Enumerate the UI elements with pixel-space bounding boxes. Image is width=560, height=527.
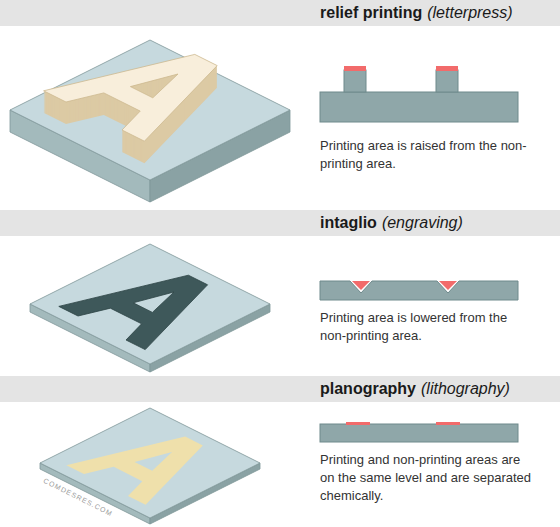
raised-area xyxy=(436,70,458,92)
section-title: relief printing xyxy=(320,4,422,21)
flat-letter xyxy=(66,437,202,505)
raised-area xyxy=(344,70,366,92)
plate-base xyxy=(320,281,518,300)
section-header-band: intaglio (engraving) xyxy=(0,210,560,236)
litho-block xyxy=(40,408,260,524)
description: Printing area is raised from the non-pri… xyxy=(320,137,535,173)
ink xyxy=(344,66,366,71)
intaglio-block xyxy=(30,244,270,372)
slab-top xyxy=(10,40,290,180)
section-title: intaglio xyxy=(320,214,377,231)
ink xyxy=(436,66,458,71)
plate-base xyxy=(320,92,518,122)
relief-section xyxy=(320,66,518,122)
plate-base xyxy=(320,424,518,442)
section-header-band: relief printing (letterpress) xyxy=(0,0,560,26)
ink xyxy=(439,281,457,290)
engraved-letter xyxy=(59,275,208,349)
description: Printing area is lowered from the non-pr… xyxy=(320,309,535,345)
litho-section xyxy=(320,422,518,442)
relief-block xyxy=(10,40,290,202)
section-subtitle: (lithography) xyxy=(421,380,510,397)
section-header-band: planography (lithography) xyxy=(0,376,560,402)
slab-top xyxy=(40,408,260,518)
slab-top xyxy=(30,244,270,364)
description: Printing and non-printing areas are on t… xyxy=(320,451,532,505)
ink xyxy=(346,422,370,425)
letter-extrusion xyxy=(44,55,218,142)
raised-letter xyxy=(44,54,218,141)
intaglio-section xyxy=(320,281,518,300)
section-title: planography xyxy=(320,380,416,397)
ink xyxy=(352,281,370,290)
ink xyxy=(436,422,460,425)
section-subtitle: (letterpress) xyxy=(427,4,512,21)
section-subtitle: (engraving) xyxy=(382,214,463,231)
